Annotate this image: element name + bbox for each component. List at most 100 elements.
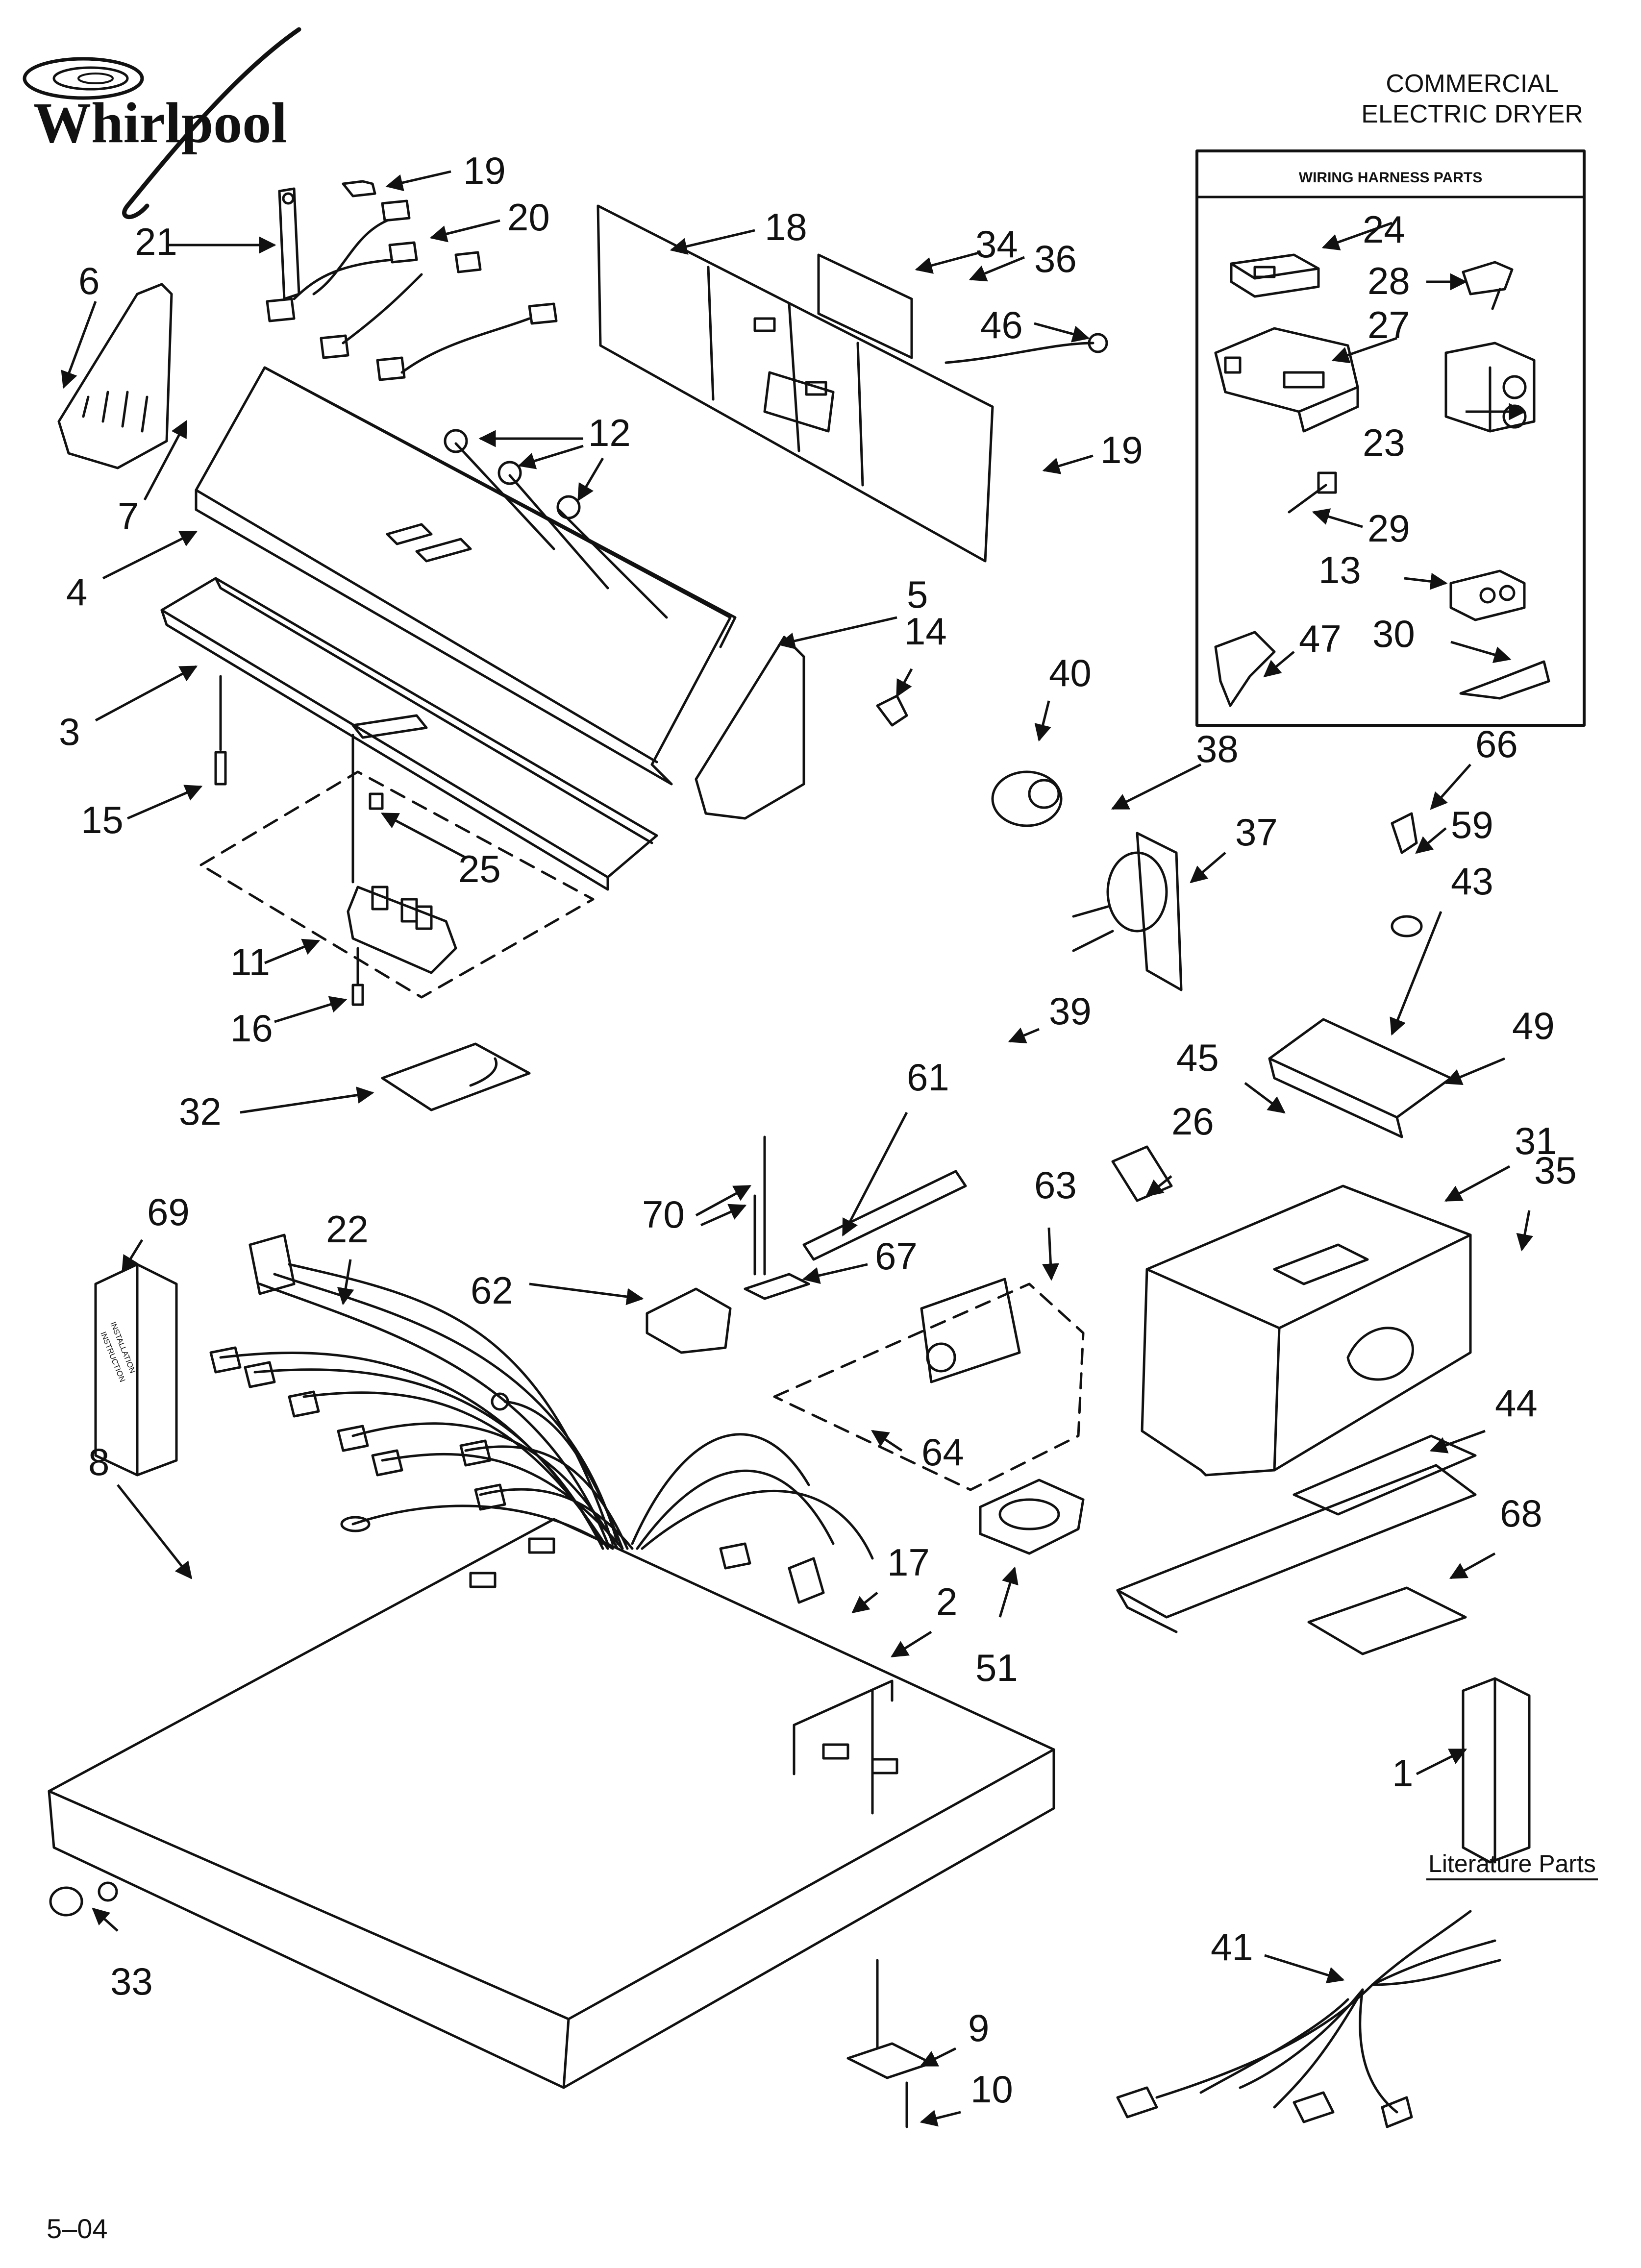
callout-43: 43 (1451, 860, 1493, 903)
whirlpool-logo-swirl (23, 27, 301, 220)
callout-7: 7 (118, 494, 139, 538)
callout-69: 69 (147, 1190, 190, 1233)
part-13-connector (1449, 569, 1526, 621)
callout-68: 68 (1500, 1492, 1542, 1535)
part-44-plate (1293, 1434, 1477, 1516)
leader-61 (842, 1111, 908, 1237)
callout-13: 13 (1318, 548, 1361, 592)
callout-29: 29 (1368, 507, 1410, 550)
callout-38: 38 (1196, 727, 1239, 770)
revision-code: 5–04 (47, 2213, 108, 2244)
callout-51: 51 (975, 1646, 1018, 1689)
leader-31 (1444, 1165, 1511, 1202)
callout-30: 30 (1372, 612, 1415, 655)
leader-36 (969, 256, 1025, 282)
callout-18: 18 (765, 205, 807, 248)
callout-37: 37 (1235, 811, 1278, 854)
callout-14: 14 (904, 610, 947, 653)
part-18-rear-panel (597, 204, 994, 563)
part-61-bar (802, 1170, 967, 1261)
leader-69 (121, 1239, 144, 1273)
leader-59 (1415, 827, 1447, 854)
callout-24: 24 (1363, 208, 1405, 251)
leader-32 (240, 1086, 374, 1114)
callout-47: 47 (1299, 617, 1342, 660)
leader-19a (385, 170, 451, 191)
part-11-assembly (199, 734, 595, 999)
callout-21: 21 (135, 220, 177, 263)
callout-66: 66 (1475, 722, 1518, 765)
callout-4: 4 (66, 570, 87, 614)
callout-27: 27 (1368, 303, 1410, 346)
part-41-wiring-harness (1116, 1910, 1501, 2128)
callout-61: 61 (907, 1056, 949, 1099)
callout-3: 3 (59, 710, 80, 753)
callout-20: 20 (507, 196, 550, 239)
leader-47 (1263, 651, 1295, 678)
part-46-ground-wire (945, 333, 1108, 364)
brand-logo: Whirlpool (33, 91, 287, 155)
leader-66 (1430, 764, 1471, 810)
callout-16: 16 (230, 1007, 273, 1050)
part-23-connector (1444, 342, 1536, 433)
callout-1: 1 (1392, 1751, 1413, 1795)
page-title: COMMERCIAL ELECTRIC DRYER (1361, 69, 1583, 129)
leader-63 (1042, 1227, 1059, 1281)
leader-70b (700, 1204, 747, 1227)
leader-4 (102, 530, 198, 580)
leader-10 (920, 2110, 961, 2127)
part-27-terminal-block (1214, 327, 1359, 433)
callout-67: 67 (875, 1234, 918, 1278)
title-line-2: ELECTRIC DRYER (1361, 100, 1583, 128)
part-68-pad (1307, 1586, 1467, 1655)
callout-17: 17 (887, 1541, 930, 1584)
callout-19a: 19 (463, 149, 506, 192)
callout-40: 40 (1049, 651, 1092, 694)
leader-5 (777, 616, 897, 650)
leader-45 (1244, 1082, 1286, 1114)
callout-35: 35 (1534, 1149, 1577, 1192)
part-34-bracket (817, 253, 913, 359)
part-9-bracket (846, 1959, 933, 2128)
leader-30 (1450, 641, 1512, 663)
part-1-literature (1462, 1677, 1531, 1864)
control-switches (266, 180, 558, 381)
leader-37 (1190, 852, 1226, 884)
callout-2: 2 (936, 1580, 957, 1623)
callout-26: 26 (1171, 1100, 1214, 1143)
title-line-1: COMMERCIAL (1386, 70, 1559, 98)
part-31-terminal-box (1141, 1184, 1472, 1477)
leader-68 (1449, 1552, 1496, 1579)
leader-3 (95, 665, 198, 722)
leader-34 (915, 251, 981, 274)
leader-43 (1390, 911, 1442, 1036)
leader-12c (577, 457, 604, 502)
part-3-console-trim (160, 577, 658, 891)
callout-32: 32 (179, 1090, 222, 1133)
leader-11 (264, 938, 321, 964)
literature-parts-label: Literature Parts (1428, 1850, 1596, 1877)
leader-39 (1008, 1027, 1040, 1044)
leader-15 (127, 785, 203, 820)
leader-49 (1444, 1057, 1505, 1085)
callout-8: 8 (88, 1440, 109, 1483)
part-62-bracket (646, 1287, 732, 1354)
leader-35 (1516, 1210, 1534, 1252)
part-24-connector (1230, 253, 1320, 298)
leader-17 (851, 1592, 878, 1614)
part-14-clip (876, 694, 908, 727)
callout-41: 41 (1211, 1925, 1253, 1969)
part-37-timer (1072, 832, 1183, 991)
harness-box-title: WIRING HARNESS PARTS (1299, 170, 1482, 186)
leader-20 (429, 219, 500, 243)
leader-18 (670, 229, 755, 255)
callout-25: 25 (458, 847, 501, 890)
leader-62 (529, 1282, 644, 1306)
callout-59: 59 (1451, 803, 1493, 846)
leader-64 (871, 1430, 903, 1452)
callout-28: 28 (1368, 259, 1410, 302)
leader-14 (895, 668, 913, 698)
leader-7 (143, 419, 188, 501)
